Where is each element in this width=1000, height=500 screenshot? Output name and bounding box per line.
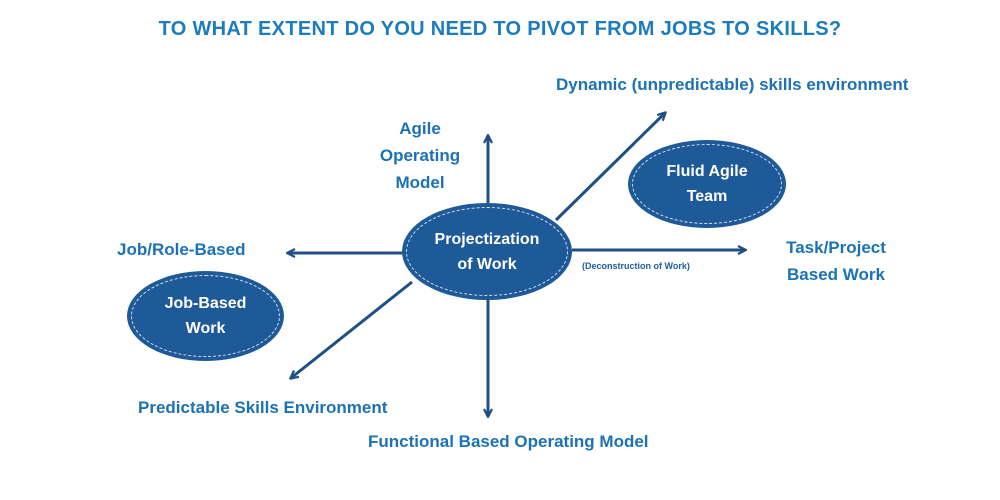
label-task-project-work: Task/Project Based Work (766, 234, 906, 288)
arrow-up-right (554, 113, 665, 222)
label-functional-operating-model: Functional Based Operating Model (368, 432, 649, 451)
label-agile-operating-model: Agile Operating Model (360, 115, 480, 196)
ellipse-job-based-work: Job-Based Work (127, 271, 284, 361)
label-deconstruction-of-work: (Deconstruction of Work) (582, 261, 690, 271)
agile-line-3: Model (395, 173, 445, 192)
label-dynamic-environment: Dynamic (unpredictable) skills environme… (556, 75, 909, 94)
agile-line-1: Agile (399, 119, 441, 138)
center-line-2: of Work (457, 255, 517, 273)
fluid-line-1: Fluid Agile (666, 163, 748, 180)
ellipse-fluid-agile-team: Fluid Agile Team (628, 140, 786, 228)
center-line-1: Projectization (434, 230, 540, 248)
label-predictable-environment: Predictable Skills Environment (138, 398, 388, 417)
agile-line-2: Operating (379, 146, 461, 165)
job-line-1: Job-Based (164, 295, 247, 312)
label-job-role-based: Job/Role-Based (117, 240, 246, 259)
fluid-line-2: Team (686, 188, 728, 205)
job-line-2: Work (185, 320, 226, 337)
arrow-down-left (291, 280, 413, 378)
page-title: TO WHAT EXTENT DO YOU NEED TO PIVOT FROM… (158, 18, 842, 40)
ellipse-projectization-of-work: Projectization of Work (402, 203, 572, 300)
task-line-1: Task/Project (786, 238, 886, 257)
task-line-2: Based Work (787, 265, 885, 284)
